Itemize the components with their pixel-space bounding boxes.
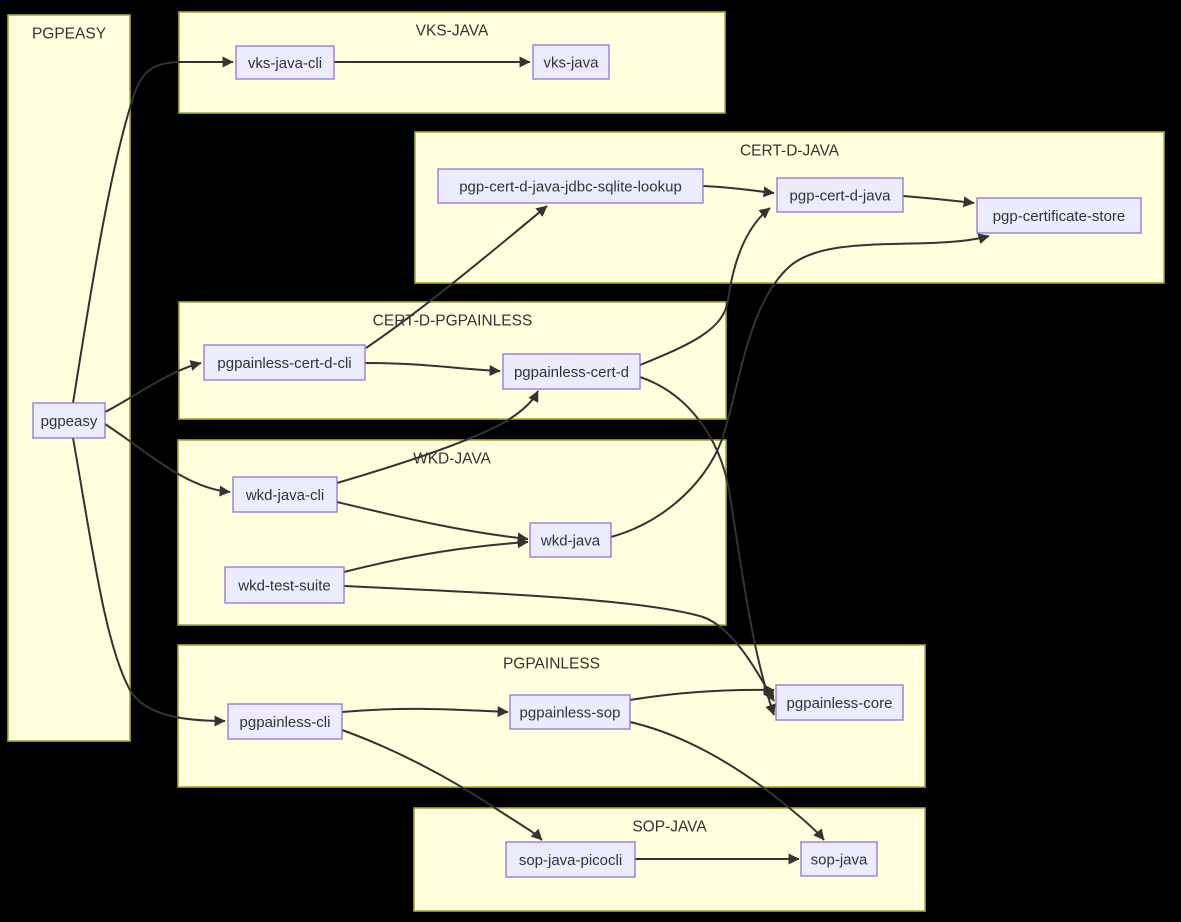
edge-wkd-java-cli->pgpainless-cert-d [336,390,539,484]
node-wkd-java [529,522,612,558]
edge-pgpainless-cert-d-cli->pgp-cert-d-java-jdbc-sqlite-lookup [365,205,548,349]
node-pgp-cert-d-java-jdbc-sqlite-lookup [437,168,704,204]
nodes-layer: pgpeasy vks-java-cli vks-java pgp-cert-d-ja… [32,44,1142,878]
node-label-pgpainless-sop: pgpainless-sop [520,705,621,722]
node-label-wkd-test-suite: wkd-test-suite [237,578,331,595]
node-label-pgpeasy: pgpeasy [41,413,98,430]
edge-wkd-java-cli->wkd-java [336,501,529,544]
cluster-PGPEASY [7,14,131,742]
edge-pgpainless-cert-d-cli->pgpainless-cert-d [364,362,501,377]
edge-pgpainless-sop->sop-java [629,721,825,841]
cluster-title-VKS-JAVA: VKS-JAVA [416,23,489,40]
edge-pgpainless-cli->sop-java-picocli [341,729,543,841]
cluster-title-SOP-JAVA: SOP-JAVA [632,819,707,836]
edge-pgpainless-cert-d->pgp-cert-d-java [639,207,771,366]
node-label-pgpainless-cert-d-cli: pgpainless-cert-d-cli [217,355,351,372]
node-label-pgpainless-cli: pgpainless-cli [240,714,331,731]
cluster-title-CERT-D-JAVA: CERT-D-JAVA [740,143,840,160]
edge-pgpainless-sop->pgpainless-core [629,684,775,701]
node-pgpainless-cert-d-cli [203,344,366,381]
node-pgpainless-cert-d [502,353,641,390]
node-label-pgp-certificate-store: pgp-certificate-store [993,208,1126,225]
node-label-pgpainless-cert-d: pgpainless-cert-d [514,364,629,381]
edge-wkd-test-suite->pgpainless-core [343,585,775,702]
edge-pgpeasy->wkd-java-cli [104,423,231,497]
node-label-vks-java-cli: vks-java-cli [248,55,322,72]
node-vks-java [532,44,610,80]
cluster-title-PGPEASY: PGPEASY [32,26,106,43]
node-wkd-java-cli [232,476,338,513]
edge-pgpainless-cli->pgpainless-sop [341,706,509,718]
node-label-sop-java: sop-java [811,852,868,869]
edges-layer [72,56,990,865]
node-label-sop-java-picocli: sop-java-picocli [519,852,622,869]
edge-pgpeasy->pgpainless-cli [72,437,226,727]
cluster-title-CERT-D-PGPAINLESS: CERT-D-PGPAINLESS [373,313,533,330]
edge-pgp-cert-d-java->pgp-certificate-store [902,195,975,208]
node-label-wkd-java: wkd-java [540,533,601,550]
node-label-pgp-cert-d-java-jdbc-sqlite-lookup: pgp-cert-d-java-jdbc-sqlite-lookup [459,179,682,196]
node-pgpeasy [32,402,106,439]
node-label-pgpainless-core: pgpainless-core [787,695,893,712]
cluster-title-PGPAINLESS: PGPAINLESS [503,656,600,673]
node-pgpainless-core [775,684,904,721]
edge-wkd-test-suite->wkd-java [343,537,529,573]
node-pgpainless-cli [227,703,343,740]
clusters-layer: PGPEASY VKS-JAVA CERT-D-JAVA CERT-D-PGPAINL… [7,11,1165,912]
node-label-vks-java: vks-java [543,55,599,72]
edge-wkd-java->pgp-certificate-store [610,233,990,538]
node-sop-java-picocli [505,841,636,878]
cluster-title-WKD-JAVA: WKD-JAVA [413,451,491,468]
node-pgpainless-sop [509,694,631,730]
node-pgp-cert-d-java [776,177,904,213]
node-label-wkd-java-cli: wkd-java-cli [245,487,324,504]
node-vks-java-cli [235,45,335,80]
edge-pgpeasy->pgpainless-cert-d-cli [104,360,202,413]
edge-pgp-cert-d-java-jdbc-sqlite-lookup->pgp-cert-d-java [702,185,775,198]
node-sop-java [800,841,878,877]
node-label-pgp-cert-d-java: pgp-cert-d-java [790,188,892,205]
node-pgp-certificate-store [976,197,1142,234]
node-wkd-test-suite [224,566,345,604]
edge-pgpeasy->vks-java-cli [72,56,234,404]
edge-pgpainless-cert-d->pgpainless-core [639,376,776,716]
